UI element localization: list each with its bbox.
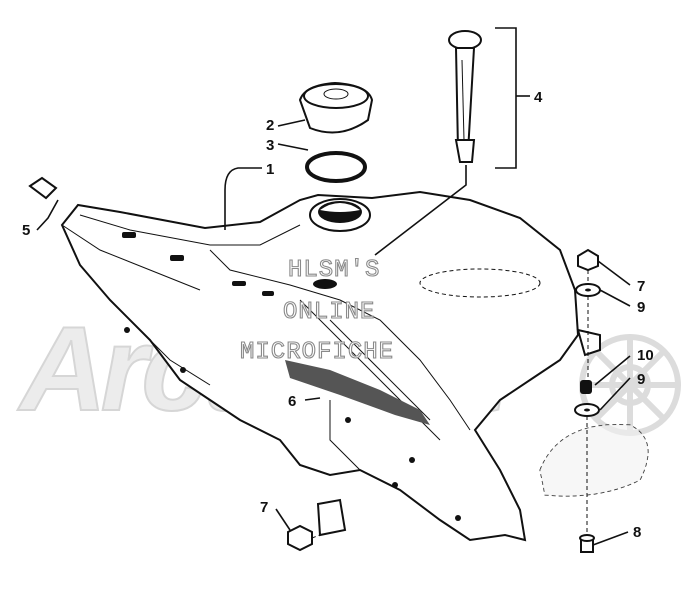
fuel-tank <box>60 190 601 542</box>
callout-4: 4 <box>534 89 543 106</box>
callout-9-upper: 9 <box>637 299 645 316</box>
gasket-ring <box>305 151 367 183</box>
reference-ellipse <box>419 268 541 298</box>
callout-9-lower: 9 <box>637 371 645 388</box>
bolt-8 <box>579 534 595 553</box>
grommet-10 <box>580 380 592 394</box>
washer-9-lower <box>574 403 600 417</box>
callout-3: 3 <box>266 137 274 154</box>
washer-9-upper <box>575 283 601 297</box>
callout-8: 8 <box>633 524 641 541</box>
callout-2: 2 <box>266 117 274 134</box>
callout-1: 1 <box>266 161 274 178</box>
callout-10: 10 <box>637 347 654 364</box>
watermark-line-2: ONLINE <box>283 299 375 326</box>
watermark-line-3: MICROFICHE <box>240 339 394 366</box>
nut-7-upper <box>577 248 599 272</box>
nut-7-lower <box>287 524 313 552</box>
callout-6: 6 <box>288 393 296 410</box>
bracket-5 <box>28 176 58 200</box>
spacer <box>316 498 347 537</box>
callout-7-upper: 7 <box>637 278 645 295</box>
callout-7-lower: 7 <box>260 499 268 516</box>
fuel-sender <box>448 30 482 163</box>
watermark-line-1: HLSM'S <box>288 257 380 284</box>
mounting-pad <box>539 424 649 497</box>
callout-5: 5 <box>22 222 30 239</box>
gas-cap <box>298 81 374 134</box>
